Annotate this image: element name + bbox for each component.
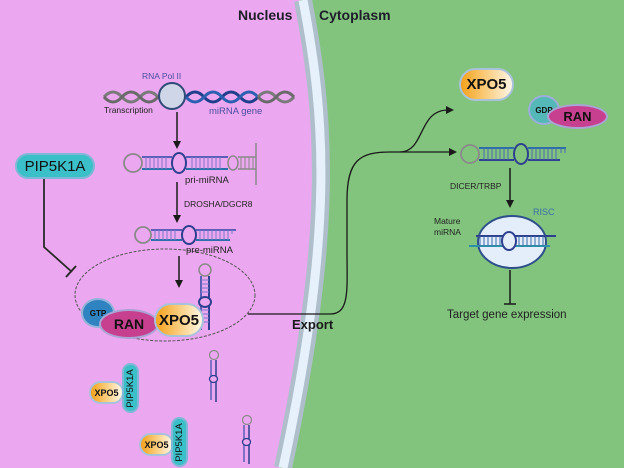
xpo5-complex-2: XPO5	[139, 433, 174, 456]
pip5k1a-complex-1: PIP5K1A	[122, 363, 139, 413]
free-pre-mirna-1	[208, 349, 220, 402]
pip5k1a-complex-2-label: PIP5K1A	[174, 422, 185, 462]
mirna-label: miRNA	[434, 227, 461, 237]
mirna-gene-label: miRNA gene	[209, 106, 263, 117]
export-complex-outline	[74, 248, 256, 342]
free-pre-mirna-2	[241, 414, 253, 464]
rna-pol-ii-label: RNA Pol II	[142, 71, 182, 81]
target-gene-label: Target gene expression	[447, 309, 567, 321]
risc-complex	[469, 215, 556, 269]
ran-cytoplasm: RAN	[547, 104, 608, 129]
rna-pol-ii-icon	[158, 82, 186, 110]
pip5k1a-complex-1-label: PIP5K1A	[125, 368, 136, 408]
nucleus-title: Nucleus	[238, 7, 293, 23]
mature-label: Mature	[434, 216, 461, 226]
dicer-label: DICER/TRBP	[450, 181, 502, 191]
pip5k1a-protein: PIP5K1A	[15, 153, 95, 179]
xpo5-cytoplasm: XPO5	[459, 68, 514, 101]
pre-mirna-vertical	[198, 263, 212, 330]
inhibition-line-pip5k1a	[43, 178, 73, 273]
pre-mirna-label: pre-miRNA	[186, 245, 233, 256]
cytoplasm-title: Cytoplasm	[319, 7, 391, 23]
nuclear-membrane-inner	[278, 0, 326, 468]
export-arrow-xpo5	[399, 106, 454, 153]
export-arrow-path	[248, 148, 457, 315]
xpo5-complex-1: XPO5	[89, 381, 124, 404]
pre-mirna-structure	[134, 225, 236, 245]
pri-mirna-structure	[123, 143, 257, 185]
pip5k1a-complex-2: PIP5K1A	[171, 417, 188, 467]
pri-mirna-label: pri-miRNA	[185, 175, 229, 186]
cyto-pre-mirna	[460, 143, 566, 165]
drosha-label: DROSHA/DGCR8	[184, 199, 253, 209]
risc-label: RISC	[533, 207, 555, 217]
ran-protein: RAN	[99, 309, 159, 339]
inhibition-bar	[65, 265, 77, 278]
transcription-label: Transcription	[104, 105, 153, 115]
dna-helix	[102, 90, 296, 104]
export-label: Export	[292, 317, 334, 332]
xpo5-protein: XPO5	[154, 303, 204, 337]
